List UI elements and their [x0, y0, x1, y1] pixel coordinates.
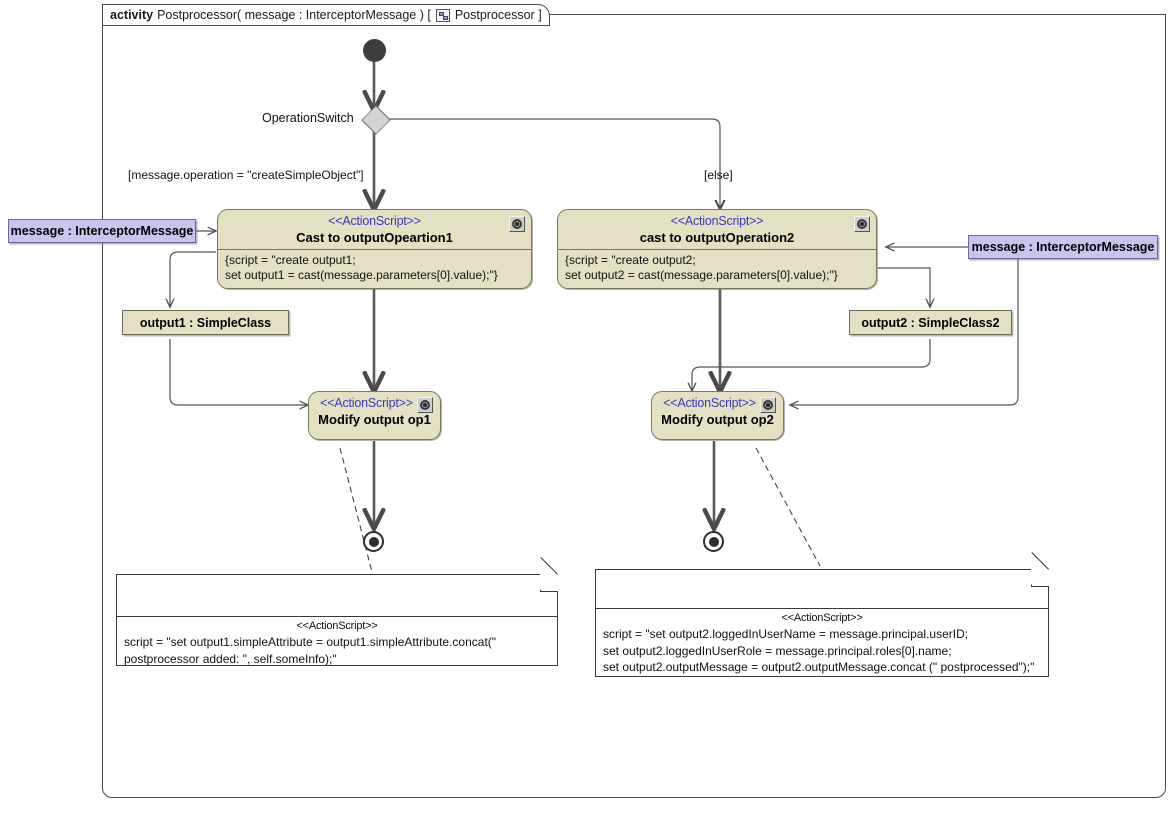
- stereotype-label: <<ActionScript>>: [663, 396, 756, 410]
- guard-createsimpleobject: [message.operation = "createSimpleObject…: [128, 168, 364, 182]
- action-name: Modify output op2: [661, 412, 774, 427]
- note-text: script = "set output2.loggedInUserName =…: [603, 627, 1035, 674]
- final-node-op1[interactable]: [363, 531, 384, 552]
- note-actionscript-op2[interactable]: <<ActionScript>> script = "set output2.l…: [595, 552, 1049, 677]
- class-diagram-icon: [435, 8, 450, 22]
- edge-output1-to-modify1: [169, 339, 310, 410]
- note-actionscript-op1[interactable]: <<ActionScript>> script = "set output1.s…: [116, 557, 558, 666]
- note1-anchor: [339, 447, 373, 573]
- pin-output1[interactable]: output1 : SimpleClass: [122, 310, 289, 335]
- activity-frame-header: activity Postprocessor( message : Interc…: [102, 4, 550, 26]
- action-script-body: {script = "create output1; set output1 =…: [218, 249, 531, 283]
- guard-else: [else]: [704, 168, 733, 182]
- pin-message-left[interactable]: message : InterceptorMessage: [8, 219, 196, 243]
- activity-frame: [102, 14, 1166, 798]
- note-divider: [117, 616, 557, 618]
- frame-keyword: activity: [110, 8, 154, 22]
- action-modify-output-op1[interactable]: <<ActionScript>> Modify output op1: [308, 391, 441, 440]
- action-modify-output-op2[interactable]: <<ActionScript>> Modify output op2: [651, 391, 784, 440]
- action-name: Modify output op1: [318, 412, 431, 427]
- edge-decision-to-cast2: [388, 118, 720, 209]
- stereotype-label: <<ActionScript>>: [328, 214, 421, 228]
- final-node-op2[interactable]: [703, 531, 724, 552]
- edge-cast2-to-output2: [878, 267, 935, 309]
- edge-output2-to-modify2: [687, 339, 931, 393]
- script-gear-icon[interactable]: [760, 397, 776, 413]
- script-gear-icon[interactable]: [509, 216, 525, 232]
- note-fold-corner: [1031, 568, 1049, 587]
- frame-owner: Postprocessor ]: [454, 8, 542, 22]
- frame-signature: Postprocessor( message : InterceptorMess…: [157, 8, 431, 22]
- script-gear-icon[interactable]: [417, 397, 433, 413]
- note-stereotype: <<ActionScript>>: [296, 620, 378, 632]
- edge-cast1-to-output1: [165, 251, 216, 309]
- action-cast-to-outputoperation2[interactable]: <<ActionScript>> cast to outputOperation…: [557, 209, 877, 289]
- note-text: script = "set output1.simpleAttribute = …: [124, 635, 497, 666]
- action-script-body: {script = "create output2; set output2 =…: [558, 249, 876, 283]
- note-stereotype: <<ActionScript>>: [781, 612, 863, 624]
- action-name: cast to outputOperation2: [639, 230, 795, 245]
- script-gear-icon[interactable]: [854, 216, 870, 232]
- edge-right-loop-to-modify2: [788, 256, 1019, 410]
- action-cast-to-outputoperation1[interactable]: <<ActionScript>> Cast to outputOpeartion…: [217, 209, 532, 289]
- frame-tab-cover: [103, 24, 527, 28]
- action-name: Cast to outputOpeartion1: [296, 230, 453, 245]
- pin-message-right[interactable]: message : InterceptorMessage: [968, 235, 1158, 259]
- pin-output2[interactable]: output2 : SimpleClass2: [849, 310, 1012, 335]
- note-divider: [596, 608, 1048, 610]
- note-fold-corner: [540, 573, 558, 592]
- stereotype-label: <<ActionScript>>: [320, 396, 413, 410]
- initial-node[interactable]: [363, 39, 386, 62]
- decision-label: OperationSwitch: [262, 111, 354, 125]
- stereotype-label: <<ActionScript>>: [670, 214, 764, 228]
- note2-anchor: [755, 447, 821, 567]
